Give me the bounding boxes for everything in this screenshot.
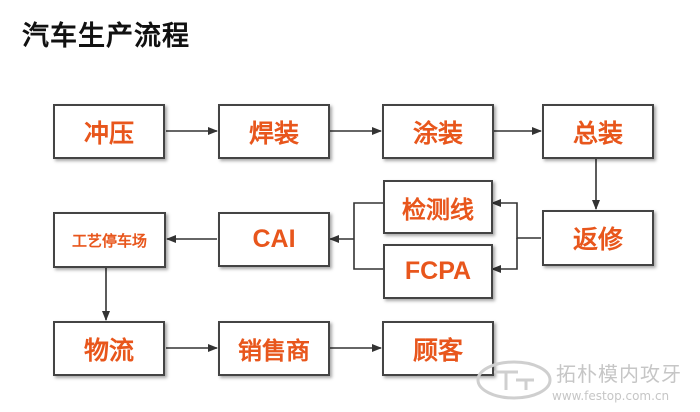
node-dealer: 销售商 [218,321,330,376]
node-cai: CAI [218,212,330,267]
page-title: 汽车生产流程 [22,21,190,52]
watermark-logo-icon [476,360,552,400]
node-process-lot: 工艺停车场 [53,212,166,268]
node-repair: 返修 [542,210,654,266]
arrow-repair-to-fcpa [491,238,518,273]
watermark: 拓朴模内攻牙 www.festop.com.cn [474,356,698,408]
node-assembly: 总装 [542,104,654,159]
arrow-repair-to-inspection [491,199,541,239]
node-customer: 顾客 [382,321,494,376]
node-logistics: 物流 [53,321,165,376]
node-fcpa: FCPA [383,244,493,299]
node-welding: 焊装 [218,104,330,159]
watermark-text: 拓朴模内攻牙 [556,362,682,386]
watermark-url: www.festop.com.cn [552,389,670,403]
node-stamping: 冲压 [53,104,165,159]
node-inspection-line: 检测线 [383,180,493,234]
node-painting: 涂装 [382,104,494,159]
connector-inspection [353,202,383,270]
